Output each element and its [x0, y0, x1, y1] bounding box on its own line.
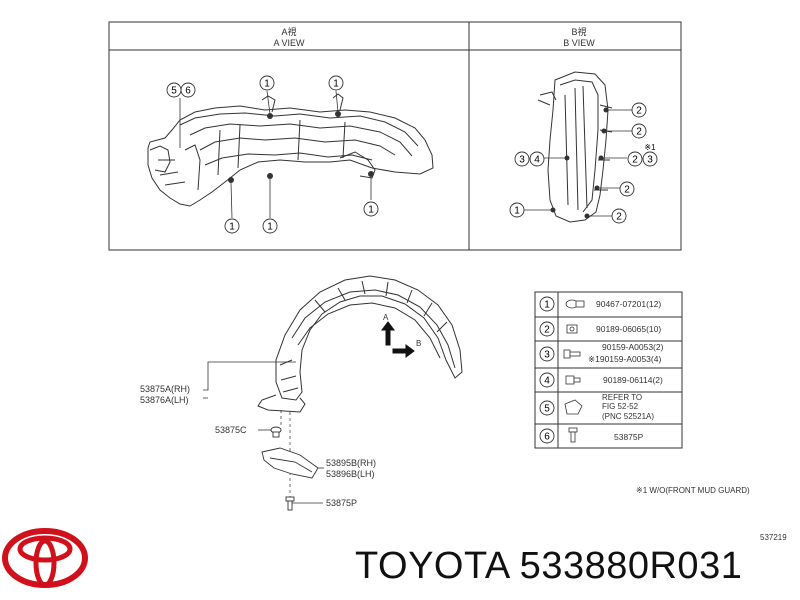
- b-view-liner-drawing: [537, 71, 613, 223]
- label-53875p: 53875P: [326, 498, 357, 508]
- table-no-3: 3: [544, 350, 550, 361]
- table-no-5: 5: [544, 404, 550, 415]
- label-53875a: 53875A(RH): [140, 384, 190, 394]
- screw-icon: [568, 427, 578, 443]
- a-view-title-en: A VIEW: [273, 38, 305, 48]
- b-callout-2b: 2: [636, 127, 642, 138]
- b-callout-2c: 2: [632, 155, 638, 166]
- b-view-title-jp: B視: [571, 26, 586, 37]
- footnote: ※1 W/O(FRONT MUD GUARD): [636, 486, 750, 495]
- table-part-5a: REFER TO: [602, 393, 642, 402]
- a-callout-1e: 1: [368, 205, 374, 216]
- a-callout-1b: 1: [333, 79, 339, 90]
- bolt-icon: [563, 349, 581, 359]
- table-part-5c: (PNC 52521A): [602, 412, 654, 421]
- b-view-callouts: [509, 102, 658, 224]
- b-callout-2d: 2: [624, 185, 630, 196]
- b-view-bolts: [550, 107, 609, 219]
- b-callout-2a: 2: [636, 106, 642, 117]
- a-view-bolts: [228, 111, 374, 183]
- label-53896b: 53896B(LH): [326, 469, 375, 479]
- table-part-5b: FIG 52-52: [602, 402, 639, 411]
- b-callout-2e: 2: [616, 212, 622, 223]
- b-callout-3b: 3: [519, 155, 525, 166]
- table-no-2: 2: [544, 325, 550, 336]
- fender-liner-drawing: [257, 275, 463, 413]
- screw-53875p: [285, 496, 295, 511]
- table-part-6: 53875P: [614, 432, 644, 442]
- fastener-icon: [564, 399, 583, 415]
- table-part-icons: [563, 299, 585, 443]
- table-no-6: 6: [544, 432, 550, 443]
- direction-b-label: B: [416, 339, 421, 348]
- a-view-leaders: [179, 90, 372, 219]
- b-callout-3a: 3: [647, 155, 653, 166]
- clip-53875c: [270, 426, 282, 438]
- table-part-2: 90189-06065(10): [596, 324, 661, 334]
- a-view-callouts: [166, 75, 379, 234]
- label-53875c: 53875C: [215, 425, 247, 435]
- table-part-1: 90467-07201(12): [596, 299, 661, 309]
- label-53876a: 53876A(LH): [140, 395, 189, 405]
- a-callout-1c: 1: [229, 222, 235, 233]
- diagram-number: 537219: [760, 533, 787, 542]
- clip-icon: [565, 299, 585, 309]
- label-53895b: 53895B(RH): [326, 458, 376, 468]
- b-callout-4: 4: [534, 155, 540, 166]
- nut-icon: [566, 324, 578, 334]
- a-callout-1d: 1: [267, 222, 273, 233]
- parts-table: 1 2 3 4 5 6 90467-07201(12) 90189-06065(…: [534, 291, 683, 449]
- b-view-title-en: B VIEW: [563, 38, 595, 48]
- toyota-logo: [2, 528, 88, 588]
- nut-icon-2: [565, 375, 581, 385]
- a-view-panel: A視 A VIEW: [108, 21, 470, 251]
- b-callout-star: ※1: [644, 143, 656, 152]
- b-view-panel: B視 B VIEW: [468, 21, 682, 251]
- table-part-4: 90189-06114(2): [603, 375, 663, 385]
- a-view-liner-drawing: [147, 93, 434, 207]
- a-callout-5: 5: [171, 86, 177, 97]
- a-callout-1a: 1: [264, 79, 270, 90]
- brand-part-number: TOYOTA 533880R031: [355, 545, 743, 587]
- splash-guard-53895b: [261, 447, 319, 479]
- direction-arrows: [381, 321, 415, 358]
- table-no-4: 4: [544, 376, 550, 387]
- table-no-1: 1: [544, 300, 550, 311]
- a-view-title-jp: A視: [281, 26, 296, 37]
- b-callout-1: 1: [514, 206, 520, 217]
- direction-a-label: A: [383, 313, 389, 322]
- table-part-3a: 90159-A0053(2): [602, 342, 664, 352]
- table-part-3b: ※190159-A0053(4): [588, 354, 661, 364]
- b-view-leaders: [524, 109, 632, 217]
- table-number-circles: [539, 296, 555, 444]
- a-callout-6: 6: [185, 86, 191, 97]
